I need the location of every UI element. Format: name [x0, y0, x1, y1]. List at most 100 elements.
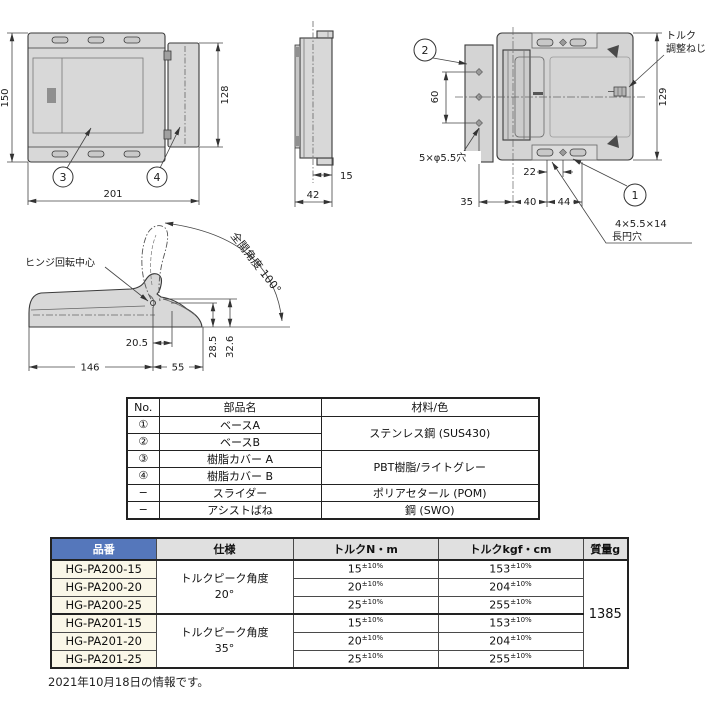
- tolerance: ±10%: [361, 562, 384, 571]
- model-number: HG-PA200-15: [50, 559, 157, 579]
- tolerance: ±10%: [510, 616, 532, 625]
- spec-header-row: 品番 仕様 トルクN・m トルクkgf・cm 質量g: [50, 537, 629, 561]
- dim-40-bg: [521, 196, 539, 207]
- callout-circle-3: [52, 166, 74, 188]
- dim-55-bg: [167, 361, 189, 373]
- info-date-note: 2021年10月18日の情報です。: [48, 675, 209, 689]
- torque-nm-value: 25±10%: [292, 649, 439, 669]
- model-number: HG-PA200-25: [50, 595, 157, 615]
- dim-35-label: 35: [460, 197, 473, 208]
- callout-3-label: 3: [60, 171, 67, 184]
- opening-angle-arc: [164, 221, 284, 322]
- part-no: ①: [126, 415, 160, 434]
- dim-44-bg: [555, 196, 573, 207]
- side-view-drawing: 15 42: [294, 21, 353, 207]
- part-no: −: [126, 483, 160, 502]
- dim-28-5-label: 28.5: [208, 336, 219, 358]
- torque-nm-value: 20±10%: [292, 631, 439, 651]
- torque-kgf-value: 255±10%: [437, 595, 584, 615]
- parts-row: ④ 樹脂カバー B: [126, 466, 539, 485]
- tolerance: ±10%: [510, 597, 532, 606]
- part-name: ベースB: [158, 432, 322, 451]
- front-view-dimensions: [7, 32, 223, 205]
- spec-group-text: トルクピーク角度: [180, 625, 269, 639]
- torque-kgf-value: 204±10%: [437, 631, 584, 651]
- parts-header-no: No.: [126, 397, 160, 417]
- callout-circle-4: [146, 166, 168, 188]
- callout-4-label: 4: [154, 171, 161, 184]
- part-name: 樹脂カバー B: [158, 466, 322, 485]
- part-material: 鋼 (SWO): [320, 500, 540, 519]
- front-view-flange: [167, 42, 200, 148]
- part-no: ④: [126, 466, 160, 485]
- part-name: ベースA: [158, 415, 322, 434]
- parts-header-name: 部品名: [158, 397, 322, 417]
- spec-group-35: トルクピーク角度 35°: [155, 613, 294, 669]
- brand-mark: [47, 88, 56, 103]
- spec-group-angle: 35°: [214, 642, 235, 655]
- top-view-drawing: 2 1 60 129 トルク 調整ねじ 5×φ5.5穴 22 35 40 44 …: [413, 27, 706, 244]
- torque-kgf-value: 255±10%: [437, 649, 584, 669]
- dim-150-label: 150: [0, 88, 11, 107]
- part-no: ③: [126, 449, 160, 468]
- mass-value: 1385: [582, 559, 629, 669]
- dim-20-5-label: 20.5: [126, 338, 148, 349]
- part-material: ステンレス鋼 (SUS430): [320, 415, 540, 451]
- callout-circle-1: [623, 183, 647, 207]
- tolerance: ±10%: [510, 651, 532, 660]
- torque-nm-value: 20±10%: [292, 577, 439, 597]
- tolerance: ±10%: [361, 616, 384, 625]
- spec-header-torque-nm: トルクN・m: [292, 537, 439, 561]
- spec-row: HG-PA201-15 トルクピーク角度 35° 15±10% 153±10%: [50, 613, 628, 669]
- spec-group-angle: 20°: [214, 588, 235, 601]
- spec-row: HG-PA200-20 20±10% 204±10%: [50, 577, 628, 597]
- part-name: 樹脂カバー A: [158, 449, 322, 468]
- part-no: −: [126, 500, 160, 519]
- spec-row: HG-PA201-25 25±10% 255±10%: [50, 649, 628, 669]
- side-view-dimensions: [294, 148, 333, 207]
- dim-15-label: 15: [340, 171, 353, 182]
- spec-header-spec: 仕様: [155, 537, 294, 561]
- dim-44-label: 44: [558, 197, 571, 208]
- tolerance: ±10%: [510, 562, 532, 571]
- part-no: ②: [126, 432, 160, 451]
- dim-146-label: 146: [80, 363, 99, 374]
- dim-129-label: 129: [658, 87, 669, 106]
- parts-header-material: 材料/色: [320, 397, 540, 417]
- open-angle-label: 全開角度 100°: [228, 229, 285, 296]
- tolerance: ±10%: [361, 651, 384, 660]
- dim-128-label: 128: [220, 85, 231, 104]
- dim-60-label: 60: [430, 91, 441, 104]
- mounting-slots: [51, 36, 141, 158]
- spec-header-model: 品番: [50, 537, 157, 561]
- top-view-body: [455, 27, 645, 207]
- tolerance: ±10%: [510, 580, 532, 589]
- hinge-knuckle: [502, 49, 531, 141]
- parts-row: ③ 樹脂カバー A PBT樹脂/ライトグレー: [126, 449, 540, 485]
- tolerance: ±10%: [361, 634, 384, 643]
- spec-row: HG-PA201-20 20±10% 204±10%: [50, 631, 628, 651]
- dim-42-label: 42: [307, 190, 320, 201]
- model-number: HG-PA201-20: [50, 631, 157, 651]
- slot-size-label: 4×5.5×14: [615, 219, 667, 230]
- part-material: PBT樹脂/ライトグレー: [320, 449, 540, 485]
- torque-screw: [608, 86, 627, 97]
- spec-group-text: トルクピーク角度: [180, 571, 269, 585]
- torque-nm-value: 15±10%: [292, 559, 439, 579]
- dim-55-label: 55: [172, 363, 185, 374]
- torque-kgf-value: 153±10%: [437, 559, 584, 579]
- top-view-dimensions: [432, 32, 692, 244]
- callout-1-label: 1: [632, 189, 639, 202]
- round-holes: [475, 38, 567, 157]
- parts-header-row: No. 部品名 材料/色: [126, 397, 540, 417]
- front-view-body: [27, 32, 200, 163]
- torque-nm-value: 25±10%: [292, 595, 439, 615]
- slot-type-label: 長円穴: [612, 230, 642, 243]
- torque-kgf-value: 153±10%: [437, 613, 584, 633]
- part-material: ポリアセタール (POM): [320, 483, 540, 502]
- tolerance: ±10%: [361, 597, 384, 606]
- torque-nm-value: 15±10%: [292, 613, 439, 633]
- front-view-drawing: 3 4 150 128 201: [0, 32, 231, 205]
- parts-row: − アシストばね 鋼 (SWO): [126, 500, 540, 519]
- torque-kgf-value: 204±10%: [437, 577, 584, 597]
